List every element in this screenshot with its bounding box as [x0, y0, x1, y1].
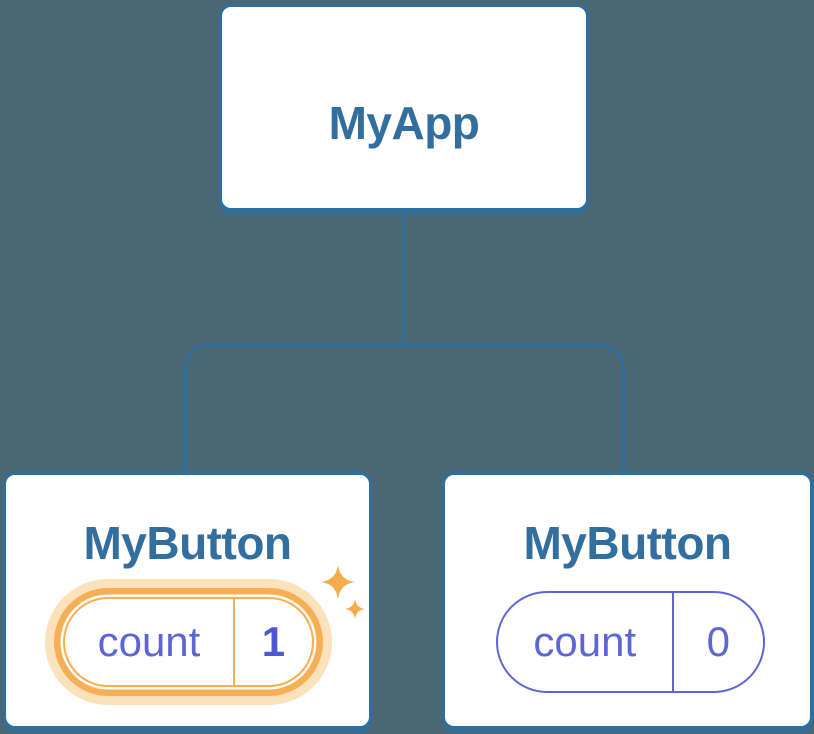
mybutton-card-right: MyButton count 0	[442, 472, 813, 729]
sparkle-small-icon	[345, 599, 365, 619]
sparkle-large-icon	[321, 565, 355, 599]
state-key-label: count	[533, 618, 637, 665]
myapp-card: MyApp	[219, 4, 589, 211]
connector-root-line	[402, 210, 405, 346]
mybutton-title-right: MyButton	[523, 517, 732, 569]
mybutton-title-left: MyButton	[83, 517, 292, 569]
mybutton-card-left: MyButton count 1	[3, 472, 372, 729]
connector-branch-line	[184, 343, 625, 472]
state-value: 1	[232, 599, 312, 685]
state-pill-highlight-ring: count 1	[54, 588, 323, 696]
state-pill: count 0	[496, 591, 765, 693]
state-key-label: count	[97, 618, 201, 665]
state-value: 0	[671, 593, 763, 691]
state-pill-highlighted: count 1	[45, 579, 332, 705]
state-pill-body: count 1	[63, 597, 314, 687]
myapp-title: MyApp	[328, 97, 480, 149]
